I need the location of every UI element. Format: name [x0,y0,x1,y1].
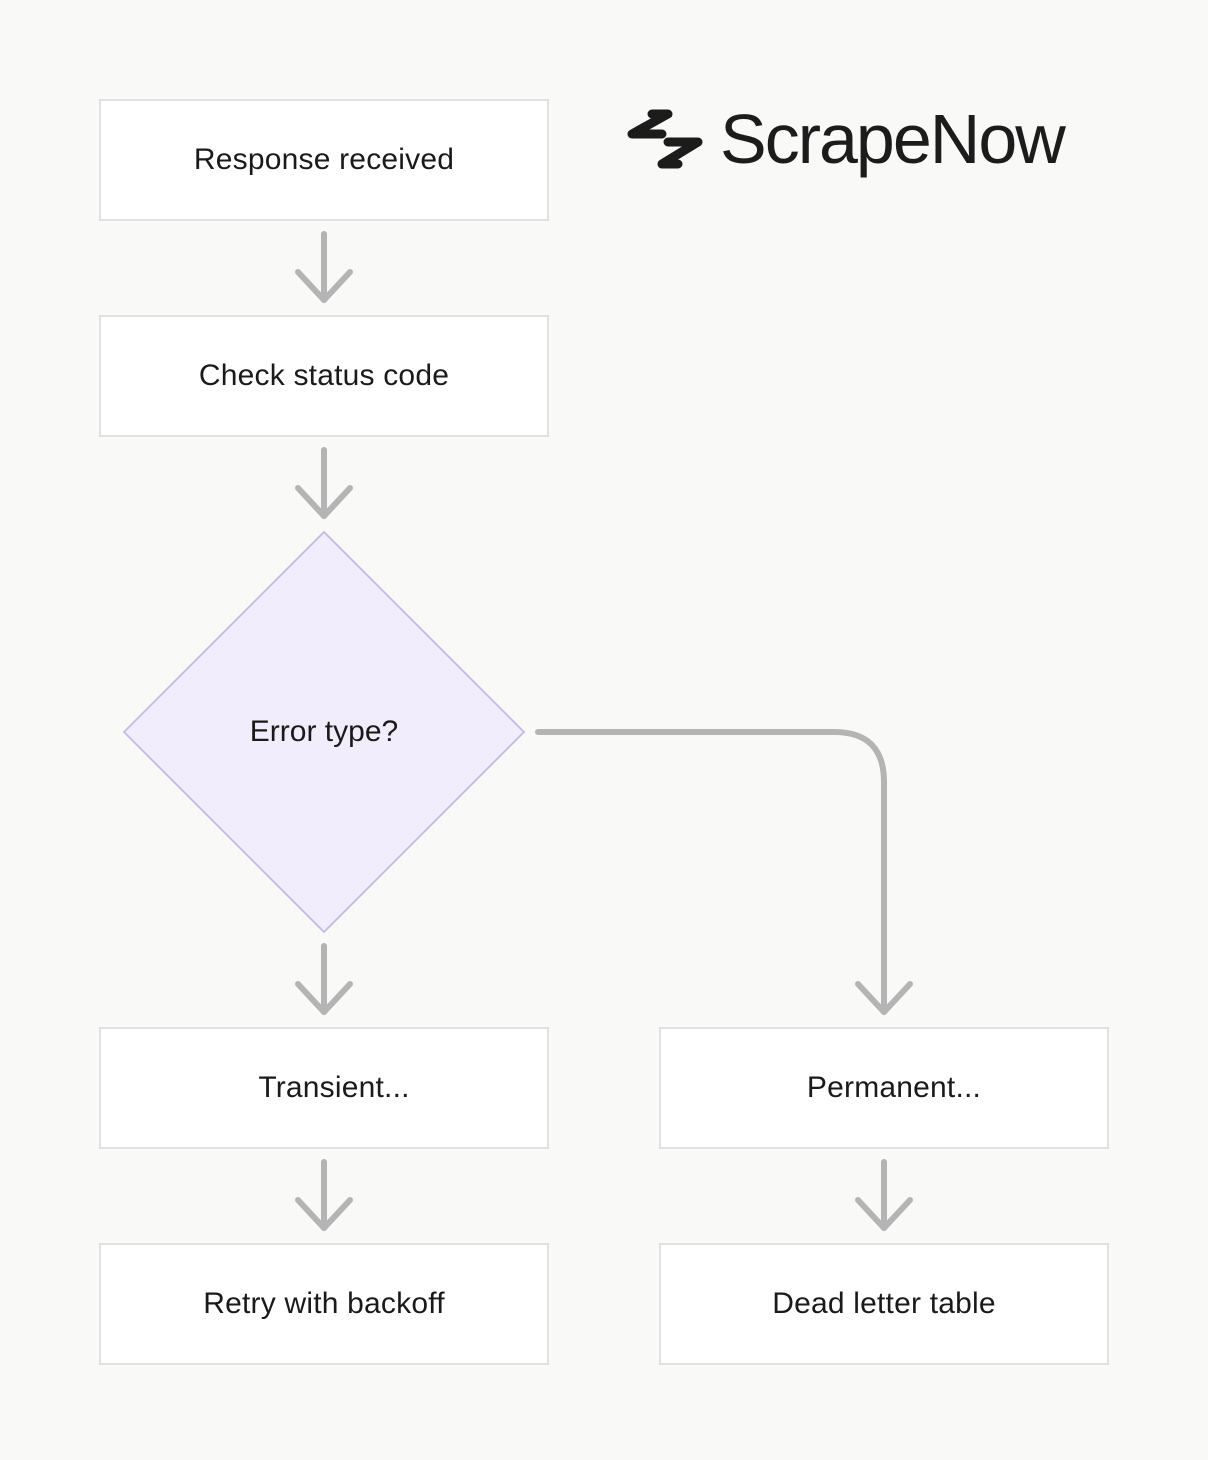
node-response-received: Response received [99,99,549,221]
arrow-transient-to-retry [295,1159,353,1231]
brand-name: ScrapeNow [720,100,1066,178]
arrow-check-to-decision [295,447,353,519]
node-retry-with-backoff: Retry with backoff [99,1243,549,1365]
node-dead-letter-table: Dead letter table [659,1243,1109,1365]
scrapenow-logo-icon [627,109,703,169]
decision-diamond [122,530,526,934]
arrow-response-to-check [295,231,353,303]
arrow-permanent-to-deadletter [855,1159,913,1231]
node-error-type-label: Error type? [249,715,399,748]
node-permanent: Permanent... [659,1027,1109,1149]
brand-logo: ScrapeNow [626,100,1066,178]
node-transient: Transient... [99,1027,549,1149]
node-check-status-code: Check status code [99,315,549,437]
arrow-decision-to-permanent [535,729,913,1015]
arrow-decision-to-transient [295,943,353,1015]
